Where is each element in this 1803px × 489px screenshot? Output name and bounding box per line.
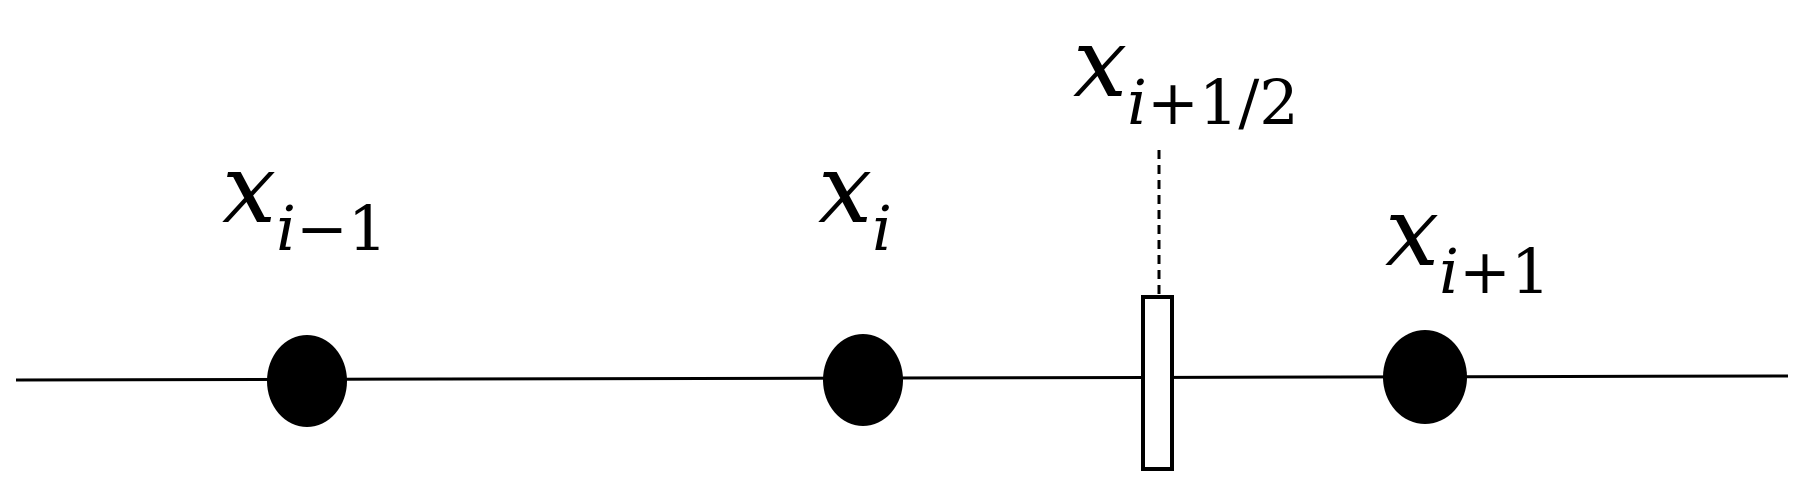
label-var: x (818, 133, 872, 245)
node-x-i-minus-1 (267, 335, 347, 427)
node-x-i (823, 334, 903, 426)
label-x-i-minus-1: xi−1 (222, 133, 387, 265)
label-sub-index: i (1127, 66, 1147, 139)
label-sub-index: i (872, 192, 892, 265)
label-sub-rest: −1 (296, 192, 387, 265)
label-x-i: xi (818, 133, 892, 265)
interface-marker (1141, 295, 1174, 471)
node-x-i-plus-1 (1383, 330, 1467, 424)
label-sub-index: i (1439, 235, 1459, 308)
label-x-i-plus-half: xi+1/2 (1073, 7, 1299, 139)
label-var: x (222, 133, 276, 245)
label-x-i-plus-1: xi+1 (1385, 176, 1550, 308)
label-var: x (1073, 7, 1127, 119)
label-var: x (1385, 176, 1439, 288)
label-sub-rest: +1/2 (1147, 66, 1299, 139)
label-sub-rest: +1 (1459, 235, 1550, 308)
label-sub-index: i (276, 192, 296, 265)
